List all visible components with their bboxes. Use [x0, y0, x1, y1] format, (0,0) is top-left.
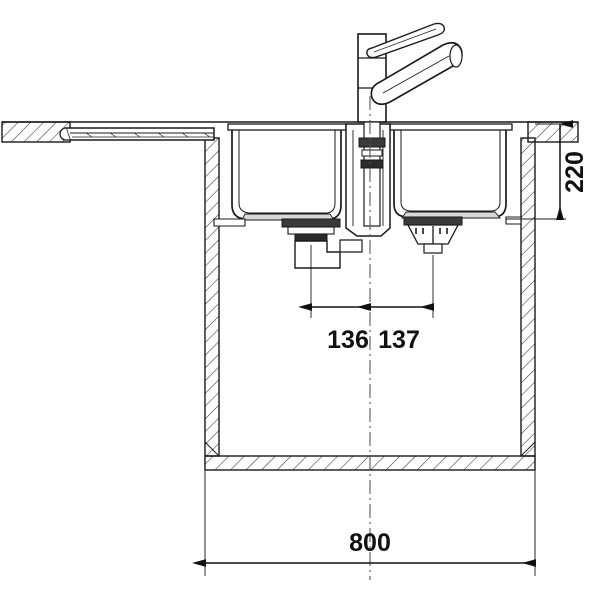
tap-shank [363, 121, 381, 227]
cabinet-corner-right [520, 441, 536, 457]
cabinet-right-wall [520, 137, 536, 457]
left-waste-body [287, 226, 335, 235]
drainer-flutes [85, 132, 211, 138]
worktop-right-block [527, 121, 579, 143]
right-waste-tailpiece [423, 243, 443, 254]
dimension-cabinet-width: 800 [192, 470, 536, 576]
left-basin-outer [231, 127, 342, 220]
left-basin-inner [238, 130, 336, 214]
left-waste-spigot [339, 239, 363, 253]
right-basin-underflange [505, 216, 522, 225]
left-basin-rim [227, 123, 347, 131]
dimension-basin-depth: 220 [506, 120, 589, 220]
dim-137-label: 137 [378, 326, 420, 354]
right-waste-flange [403, 216, 463, 226]
dim-136-label: 136 [327, 326, 369, 354]
drainer-front-lip [59, 127, 70, 141]
tap-spout [370, 41, 463, 106]
tap-bracket [360, 159, 384, 169]
right-basin-inner [400, 130, 501, 212]
right-basin-rim [389, 123, 513, 131]
left-waste-outlet [281, 218, 363, 269]
tap-spout-outlet [449, 44, 463, 68]
cabinet-left-wall [204, 137, 220, 457]
left-waste-flange [281, 218, 341, 228]
left-waste-locknut [294, 233, 328, 242]
dim-220-label: 220 [561, 151, 589, 193]
right-basin-outer [393, 127, 507, 218]
tap-lever-handle [366, 22, 446, 59]
dimension-drain-offsets: 136 137 [298, 245, 434, 354]
right-waste-strainer [403, 216, 463, 254]
right-basin [389, 123, 522, 225]
cabinet-corner-left [204, 441, 220, 457]
left-basin [213, 123, 347, 227]
left-basin-underflange [213, 218, 246, 227]
drainer-board [59, 127, 215, 141]
left-waste-connector [294, 240, 341, 269]
tap-fixing-nut [358, 137, 386, 148]
dim-800-label: 800 [349, 529, 391, 557]
mixer-tap [357, 22, 463, 227]
tap-washer [361, 149, 383, 157]
tap-shank-assembly [358, 121, 386, 227]
right-waste-slots [415, 228, 448, 234]
drainer-body [64, 127, 215, 141]
